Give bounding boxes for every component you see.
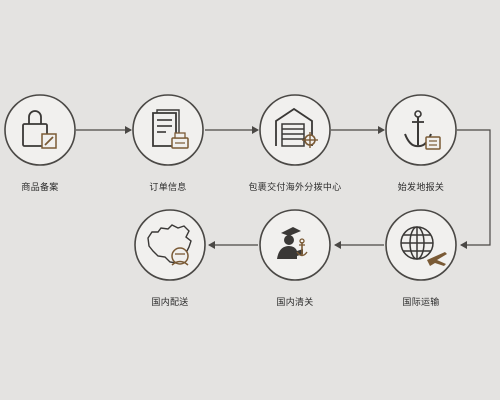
step-5-label: 国际运输 <box>402 298 440 308</box>
step-2-node <box>132 94 204 166</box>
customs-officer-with-anchor-icon <box>277 227 308 259</box>
step-1-label: 商品备案 <box>21 183 59 193</box>
step-4-label: 始发地报关 <box>397 183 445 193</box>
airplane-icon <box>427 252 447 266</box>
step-1-node <box>4 94 76 166</box>
arrow-4-to-5 <box>457 129 491 249</box>
step-2-label: 订单信息 <box>149 183 187 193</box>
document-with-printer-icon <box>152 109 189 149</box>
step-7-node <box>134 209 206 281</box>
step-6-label: 国内清关 <box>276 298 314 308</box>
anchor-with-form-icon <box>404 110 441 150</box>
step-3-node <box>259 94 331 166</box>
globe-with-airplane-icon <box>400 226 434 260</box>
step-5-node <box>385 209 457 281</box>
step-7-label: 国内配送 <box>151 298 189 308</box>
warehouse-with-crosshair-icon <box>275 107 318 148</box>
step-3-label: 包裹交付海外分拨中心 <box>248 183 342 193</box>
step-4-node <box>385 94 457 166</box>
step-6-node <box>259 209 331 281</box>
china-map-with-courier-icon <box>147 224 192 266</box>
